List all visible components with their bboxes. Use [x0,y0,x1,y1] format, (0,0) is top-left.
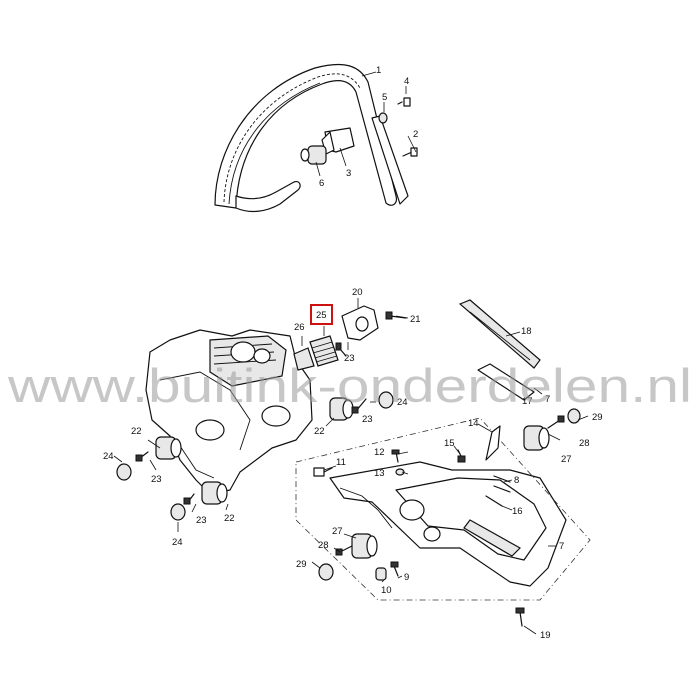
anti-vibration-mount-part-27-right [523,425,550,451]
callout-20: 20 [352,287,363,298]
callout-4: 4 [404,76,409,87]
callout-27a: 27 [561,454,572,465]
rubber-buffer-part-26 [293,347,315,371]
sleeve-part-10 [375,567,387,581]
callout-27b: 27 [332,526,343,537]
callout-23c: 23 [151,474,162,485]
callout-21: 21 [410,314,421,325]
screw-part-15 [457,449,466,463]
plug-part-24-c [378,391,394,409]
callout-22b: 22 [131,426,142,437]
plug-part-29-bottom [318,563,334,581]
anti-vibration-mount-part-22-bottom [201,481,228,505]
callout-9: 9 [404,572,409,583]
anti-vibration-mount-part-27-bottom [351,533,378,559]
plug-part-29-right [567,408,581,424]
callout-15: 15 [444,438,455,449]
highlight-box-part-25 [310,304,333,325]
callout-28b: 28 [318,540,329,551]
callout-12: 12 [374,447,385,458]
callout-22c: 22 [224,513,235,524]
callout-24a: 24 [103,451,114,462]
screw-part-23-d [183,493,195,505]
rear-handle-part-7 [329,461,567,587]
callout-7b: 7 [559,541,564,552]
screw-part-4 [397,97,411,107]
callout-2: 2 [413,129,418,140]
callout-28a: 28 [579,438,590,449]
callout-23a: 23 [344,353,355,364]
screw-part-19 [515,607,525,627]
callout-numbers: 1 2 3 4 5 6 7 7 8 9 10 11 12 13 14 15 16… [103,65,603,641]
callout-22a: 22 [314,426,325,437]
callout-25: 25 [316,310,327,321]
screw-part-23-c [135,451,149,462]
callout-23d: 23 [196,515,207,526]
screw-part-28-bottom [335,545,353,556]
screw-part-9 [390,561,399,577]
callout-26: 26 [294,322,305,333]
watermark-text: www.buitink-onderdelen.nl [7,359,692,412]
callout-13: 13 [374,468,385,479]
crankcase-part [145,329,313,495]
callout-23b: 23 [362,414,373,425]
callout-6: 6 [319,178,324,189]
callout-29a: 29 [592,412,603,423]
callout-1: 1 [376,65,381,76]
lever-part-11 [313,467,333,477]
callout-17: 17 [522,396,533,407]
washer-part-13 [395,468,405,476]
callout-24c: 24 [397,397,408,408]
callout-3: 3 [346,168,351,179]
callout-16: 16 [512,506,523,517]
screw-part-28-right [547,415,565,429]
anti-vibration-mount-part-22-center [329,397,354,421]
callout-14: 14 [468,418,479,429]
callout-29b: 29 [296,559,307,570]
callout-18: 18 [521,326,532,337]
handle-bar-part [214,63,409,213]
screw-part-23-a [335,342,347,357]
callout-7a: 7 [545,394,550,405]
screw-part-23-b [351,398,367,414]
screw-part-12 [391,449,400,463]
leader-lines [113,71,589,635]
callout-10: 10 [381,585,392,596]
callout-19: 19 [540,630,551,641]
callout-5: 5 [382,92,387,103]
plug-part-24-a [116,463,132,481]
callout-24b: 24 [172,537,183,548]
callout-11: 11 [336,457,346,468]
washer-part-5 [378,112,388,124]
plate-part-17 [477,363,535,401]
pin-part-16 [485,495,503,507]
callout-8: 8 [514,475,519,486]
anti-vibration-mount-part-22-left [155,436,182,460]
bracket-part-3 [321,127,355,155]
screw-part-21 [385,311,407,320]
spring-part-25 [309,335,339,367]
rubber-mount-part-6 [300,145,327,165]
guide-plate-part-18 [458,299,541,369]
trigger-part-14 [485,425,501,461]
bracket-part-20 [341,305,379,341]
plug-part-24-b [170,503,186,521]
